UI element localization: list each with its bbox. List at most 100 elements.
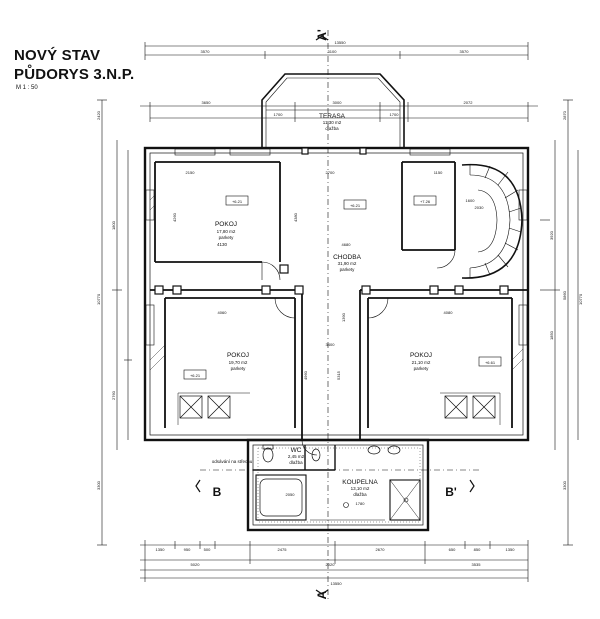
- room-name-wc: WC: [291, 447, 302, 454]
- dim-interior-3: 4680: [342, 242, 352, 247]
- side-windows: [145, 148, 528, 346]
- dim-right-6: 3300: [562, 480, 567, 490]
- level-se: +6.61: [485, 360, 496, 365]
- drawing-title-line2: PŮDORYS 3.N.P.: [14, 66, 135, 83]
- left-dimension-lines: [97, 99, 132, 546]
- room-area-terasa: 11,30 m2: [323, 120, 342, 125]
- dim-right-5: 1850: [549, 330, 554, 340]
- dim-bottom-seg-7: 850: [474, 547, 481, 552]
- room-name-pokoj-sw: POKOJ: [227, 352, 249, 359]
- dim-terrace-sub-1: 1700: [274, 112, 284, 117]
- dim-right-3: 10770: [578, 293, 583, 305]
- room-area-wc: 2,45 m2: [288, 454, 305, 459]
- dim-bottom-seg-1: 1350: [156, 547, 166, 552]
- room-floor-pokoj-nw: parkety: [219, 235, 235, 240]
- level-mid: +6.21: [350, 203, 361, 208]
- wall-hatching: [149, 194, 524, 371]
- dim-terrace-sub-2: 1700: [390, 112, 400, 117]
- dim-left-4: 2760: [111, 390, 116, 400]
- dim-bottom-total: 13550: [330, 581, 342, 586]
- room-area-pokoj-sw: 19,70 m2: [229, 360, 248, 365]
- dim-interior-10: 2050: [286, 492, 296, 497]
- room-name-pokoj-nw: POKOJ: [215, 221, 237, 228]
- top-dimension-lines: [140, 42, 538, 122]
- interior-walls: [150, 161, 528, 440]
- room-floor-koupelna: dlažba: [353, 492, 367, 497]
- dim-interior-7: 1600: [466, 198, 476, 203]
- dim-right-1: 2870: [562, 110, 567, 120]
- section-label-bottom: A: [315, 590, 329, 599]
- level-ne: +7.26: [420, 199, 431, 204]
- right-dimension-lines: [540, 99, 579, 546]
- section-label-right: B': [445, 485, 457, 499]
- room-area-pokoj-se: 21,10 m2: [412, 360, 431, 365]
- room-floor-chodba: parkety: [340, 267, 356, 272]
- dim-top-seg-2: 3100: [328, 49, 338, 54]
- dim-right-4: 5860: [562, 290, 567, 300]
- dim-bottom-seg-5: 2670: [376, 547, 386, 552]
- columns: [154, 147, 509, 295]
- dim-interior-8: 1390: [341, 312, 346, 322]
- level-sw: +6.21: [190, 373, 201, 378]
- dim-right-2: 3920: [549, 230, 554, 240]
- dim-top-total: 13550: [334, 40, 346, 45]
- dim-terrace-row-3: 2072: [464, 100, 474, 105]
- room-area-koupelna: 13,10 m2: [351, 486, 370, 491]
- room-name-koupelna: KOUPELNA: [342, 479, 378, 486]
- room-area-chodba: 31,90 m2: [338, 261, 357, 266]
- dim-room-row-1: 2150: [186, 170, 196, 175]
- level-nw: +6.21: [232, 199, 243, 204]
- dim-bottom-seg-4: 2475: [278, 547, 288, 552]
- dim-interior-6: 2030: [475, 205, 485, 210]
- dim-terrace-row-1: 3650: [202, 100, 212, 105]
- dim-room-row-2: 2700: [326, 170, 336, 175]
- dim-bottom-sub-2: 2020: [326, 562, 336, 567]
- terrace-bay: [261, 73, 405, 149]
- dim-left-5: 3300: [96, 480, 101, 490]
- dim-interior-9: 1780: [356, 501, 366, 506]
- room-floor-wc: dlažba: [289, 460, 303, 465]
- room-name-pokoj-se: POKOJ: [410, 352, 432, 359]
- dim-interior-2: 4380: [293, 212, 298, 222]
- section-arrows: [195, 35, 475, 595]
- dim-mid-row-1: 4060: [218, 310, 228, 315]
- room-floor-pokoj-se: parkety: [414, 366, 430, 371]
- dim-left-2: 10770: [96, 293, 101, 305]
- dim-room-row-3: 1150: [434, 170, 443, 175]
- dim-left-3: 1800: [111, 220, 116, 230]
- dim-top-seg-1: 3570: [201, 49, 211, 54]
- dim-bottom-seg-3: 500: [204, 547, 211, 552]
- skylight-windows: [177, 392, 501, 425]
- dim-interior-4: 5315: [336, 370, 341, 380]
- dim-interior-5: 4960: [303, 370, 308, 380]
- dim-bottom-seg-6: 650: [449, 547, 456, 552]
- scale-label: M 1 : 50: [16, 85, 38, 91]
- bathroom-wing: [246, 438, 430, 532]
- dim-pokoj-nw: 4130: [217, 242, 228, 247]
- dim-mid-row-2: 3400: [326, 342, 336, 347]
- dim-terrace-row-2: 3000: [333, 100, 343, 105]
- dim-top-seg-3: 3570: [460, 49, 470, 54]
- dim-bottom-sub-3: 3535: [472, 562, 482, 567]
- bottom-dimension-lines: [140, 540, 529, 582]
- spiral-staircase: [461, 163, 523, 279]
- dim-bottom-seg-2: 950: [184, 547, 191, 552]
- dim-bottom-sub-1: 5020: [191, 562, 201, 567]
- dim-left-1: 2420: [96, 110, 101, 120]
- dim-interior-1: 4260: [172, 212, 177, 222]
- drawing-title-line1: NOVÝ STAV: [14, 47, 101, 64]
- room-name-chodba: CHODBA: [333, 254, 361, 261]
- doors: [261, 249, 456, 456]
- level-box-frames: [183, 195, 502, 380]
- section-label-top: A': [315, 29, 329, 41]
- room-floor-terasa: dlažba: [325, 126, 339, 131]
- dim-mid-row-3: 4080: [444, 310, 454, 315]
- room-name-terasa: TERASA: [319, 113, 346, 120]
- note-ventilation: odsávání na střechu: [212, 459, 253, 464]
- section-label-left: B: [213, 485, 222, 499]
- room-area-pokoj-nw: 17,80 m2: [217, 229, 236, 234]
- room-floor-pokoj-sw: parkety: [231, 366, 247, 371]
- dim-bottom-seg-8: 1350: [506, 547, 516, 552]
- exterior-walls: [143, 146, 530, 442]
